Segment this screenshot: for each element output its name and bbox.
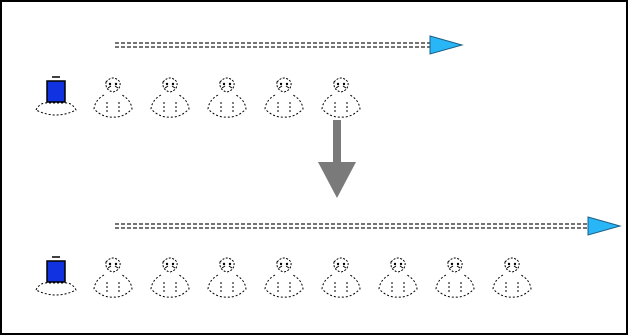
figure-body — [492, 274, 532, 298]
person-figure-icon — [264, 77, 304, 118]
person-figure-icon — [321, 77, 361, 118]
person-figure-icon — [93, 257, 133, 298]
person-figure-icon — [435, 257, 475, 298]
figure-eye-left — [507, 262, 511, 266]
figure-eye-right — [399, 262, 403, 266]
row-top — [35, 35, 464, 118]
figure-eye-left — [222, 262, 226, 266]
person-figure-icon — [321, 257, 361, 298]
figure-whiskers — [335, 85, 347, 89]
figure-body — [150, 94, 190, 118]
figure-body — [93, 274, 133, 298]
figure-eye-right — [342, 262, 346, 266]
arrowhead-icon — [429, 35, 464, 55]
figure-head — [162, 77, 178, 93]
figure-eye-right — [114, 82, 118, 86]
figure-whiskers — [221, 265, 233, 269]
figure-eye-right — [114, 262, 118, 266]
figure-eye-left — [222, 82, 226, 86]
figure-head — [219, 257, 235, 273]
marker-body — [46, 80, 66, 103]
figure-eye-left — [279, 82, 283, 86]
figure-body — [264, 274, 304, 298]
figure-whiskers — [449, 265, 461, 269]
figure-eye-right — [285, 82, 289, 86]
figure-head — [105, 257, 121, 273]
figure-eye-right — [171, 82, 175, 86]
figure-whiskers — [392, 265, 404, 269]
figure-body — [435, 274, 475, 298]
figure-head — [447, 257, 463, 273]
figure-eye-left — [165, 82, 169, 86]
person-figure-icon — [207, 77, 247, 118]
figure-body — [207, 274, 247, 298]
figure-body — [378, 274, 418, 298]
figure-head — [276, 257, 292, 273]
diagram-frame — [0, 0, 628, 335]
figure-eye-right — [342, 82, 346, 86]
marker-base — [35, 102, 77, 116]
figure-eye-right — [285, 262, 289, 266]
figure-whiskers — [107, 85, 119, 89]
figure-head — [276, 77, 292, 93]
figure-eye-right — [228, 82, 232, 86]
person-figure-icon — [93, 77, 133, 118]
figure-body — [321, 94, 361, 118]
marker-body — [46, 260, 66, 283]
figure-body — [321, 274, 361, 298]
down-arrow-shaft — [333, 120, 341, 166]
figure-eye-left — [108, 82, 112, 86]
person-figure-icon — [378, 257, 418, 298]
figure-whiskers — [107, 265, 119, 269]
person-figure-icon — [207, 257, 247, 298]
down-arrow-head — [318, 162, 356, 198]
figure-head — [333, 77, 349, 93]
figure-head — [390, 257, 406, 273]
figure-eye-right — [456, 262, 460, 266]
figure-whiskers — [221, 85, 233, 89]
dashed-right-arrow-bottom — [115, 216, 622, 236]
arrowhead-icon — [587, 216, 622, 236]
figure-whiskers — [164, 85, 176, 89]
figure-eye-left — [393, 262, 397, 266]
figure-eye-left — [279, 262, 283, 266]
figure-body — [207, 94, 247, 118]
marker-base — [35, 282, 77, 296]
figure-eye-left — [450, 262, 454, 266]
blue-marker-icon — [35, 256, 77, 296]
figure-whiskers — [164, 265, 176, 269]
figure-row-bottom — [35, 256, 532, 298]
person-figure-icon — [150, 257, 190, 298]
person-figure-icon — [150, 77, 190, 118]
figure-whiskers — [278, 265, 290, 269]
figure-whiskers — [506, 265, 518, 269]
figure-body — [150, 274, 190, 298]
figure-row-top — [35, 76, 361, 118]
figure-eye-left — [336, 82, 340, 86]
figure-body — [93, 94, 133, 118]
down-arrow-icon — [318, 120, 356, 198]
dashed-right-arrow-top — [115, 35, 464, 55]
figure-eye-right — [228, 262, 232, 266]
figure-body — [264, 94, 304, 118]
figure-eye-left — [336, 262, 340, 266]
figure-head — [162, 257, 178, 273]
figure-eye-right — [513, 262, 517, 266]
figure-head — [333, 257, 349, 273]
row-bottom — [35, 216, 622, 298]
figure-whiskers — [278, 85, 290, 89]
figure-head — [504, 257, 520, 273]
figure-whiskers — [335, 265, 347, 269]
person-figure-icon — [264, 257, 304, 298]
figure-head — [219, 77, 235, 93]
figure-eye-left — [165, 262, 169, 266]
figure-head — [105, 77, 121, 93]
figure-eye-right — [171, 262, 175, 266]
blue-marker-icon — [35, 76, 77, 116]
person-figure-icon — [492, 257, 532, 298]
figure-eye-left — [108, 262, 112, 266]
